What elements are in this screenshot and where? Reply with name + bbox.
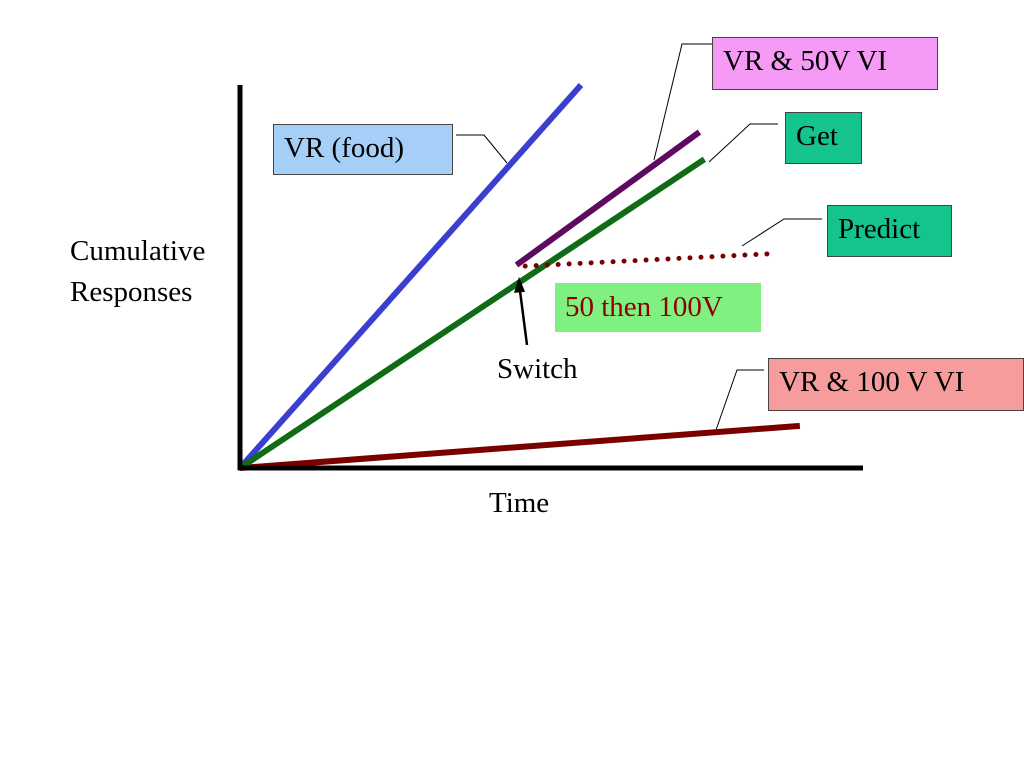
legend-box-vr-100v-vi: VR & 100 V VI: [768, 358, 1024, 411]
series-line-4: [239, 422, 801, 471]
switch-arrow-shaft: [518, 290, 529, 346]
series-line-1: [514, 129, 702, 268]
x-axis-label: Time: [489, 487, 550, 519]
series-line-3: [522, 251, 771, 269]
legend-box-get: Get: [785, 112, 862, 164]
series-line-2: [238, 156, 707, 471]
y-axis-label: Cumulative Responses: [70, 235, 206, 308]
legend-box-vr-50v-vi: VR & 50V VI: [712, 37, 938, 90]
switch-label: Switch: [497, 353, 578, 385]
legend-box-vr-food: VR (food): [273, 124, 453, 175]
callout-leaders: [456, 43, 822, 431]
callout-leader-1: [653, 43, 712, 161]
chart-axes: [237, 85, 863, 471]
switch-arrow-head: [514, 276, 525, 293]
callout-leader-2: [708, 123, 778, 163]
series-line-0: [237, 83, 584, 470]
chart-series: [237, 83, 801, 471]
condition-label: 50 then 100V: [555, 283, 761, 332]
switch-arrow: [514, 276, 529, 346]
callout-leader-3: [741, 218, 822, 247]
callout-leader-0: [456, 134, 508, 164]
callout-leader-4: [715, 369, 764, 431]
legend-box-predict: Predict: [827, 205, 952, 257]
